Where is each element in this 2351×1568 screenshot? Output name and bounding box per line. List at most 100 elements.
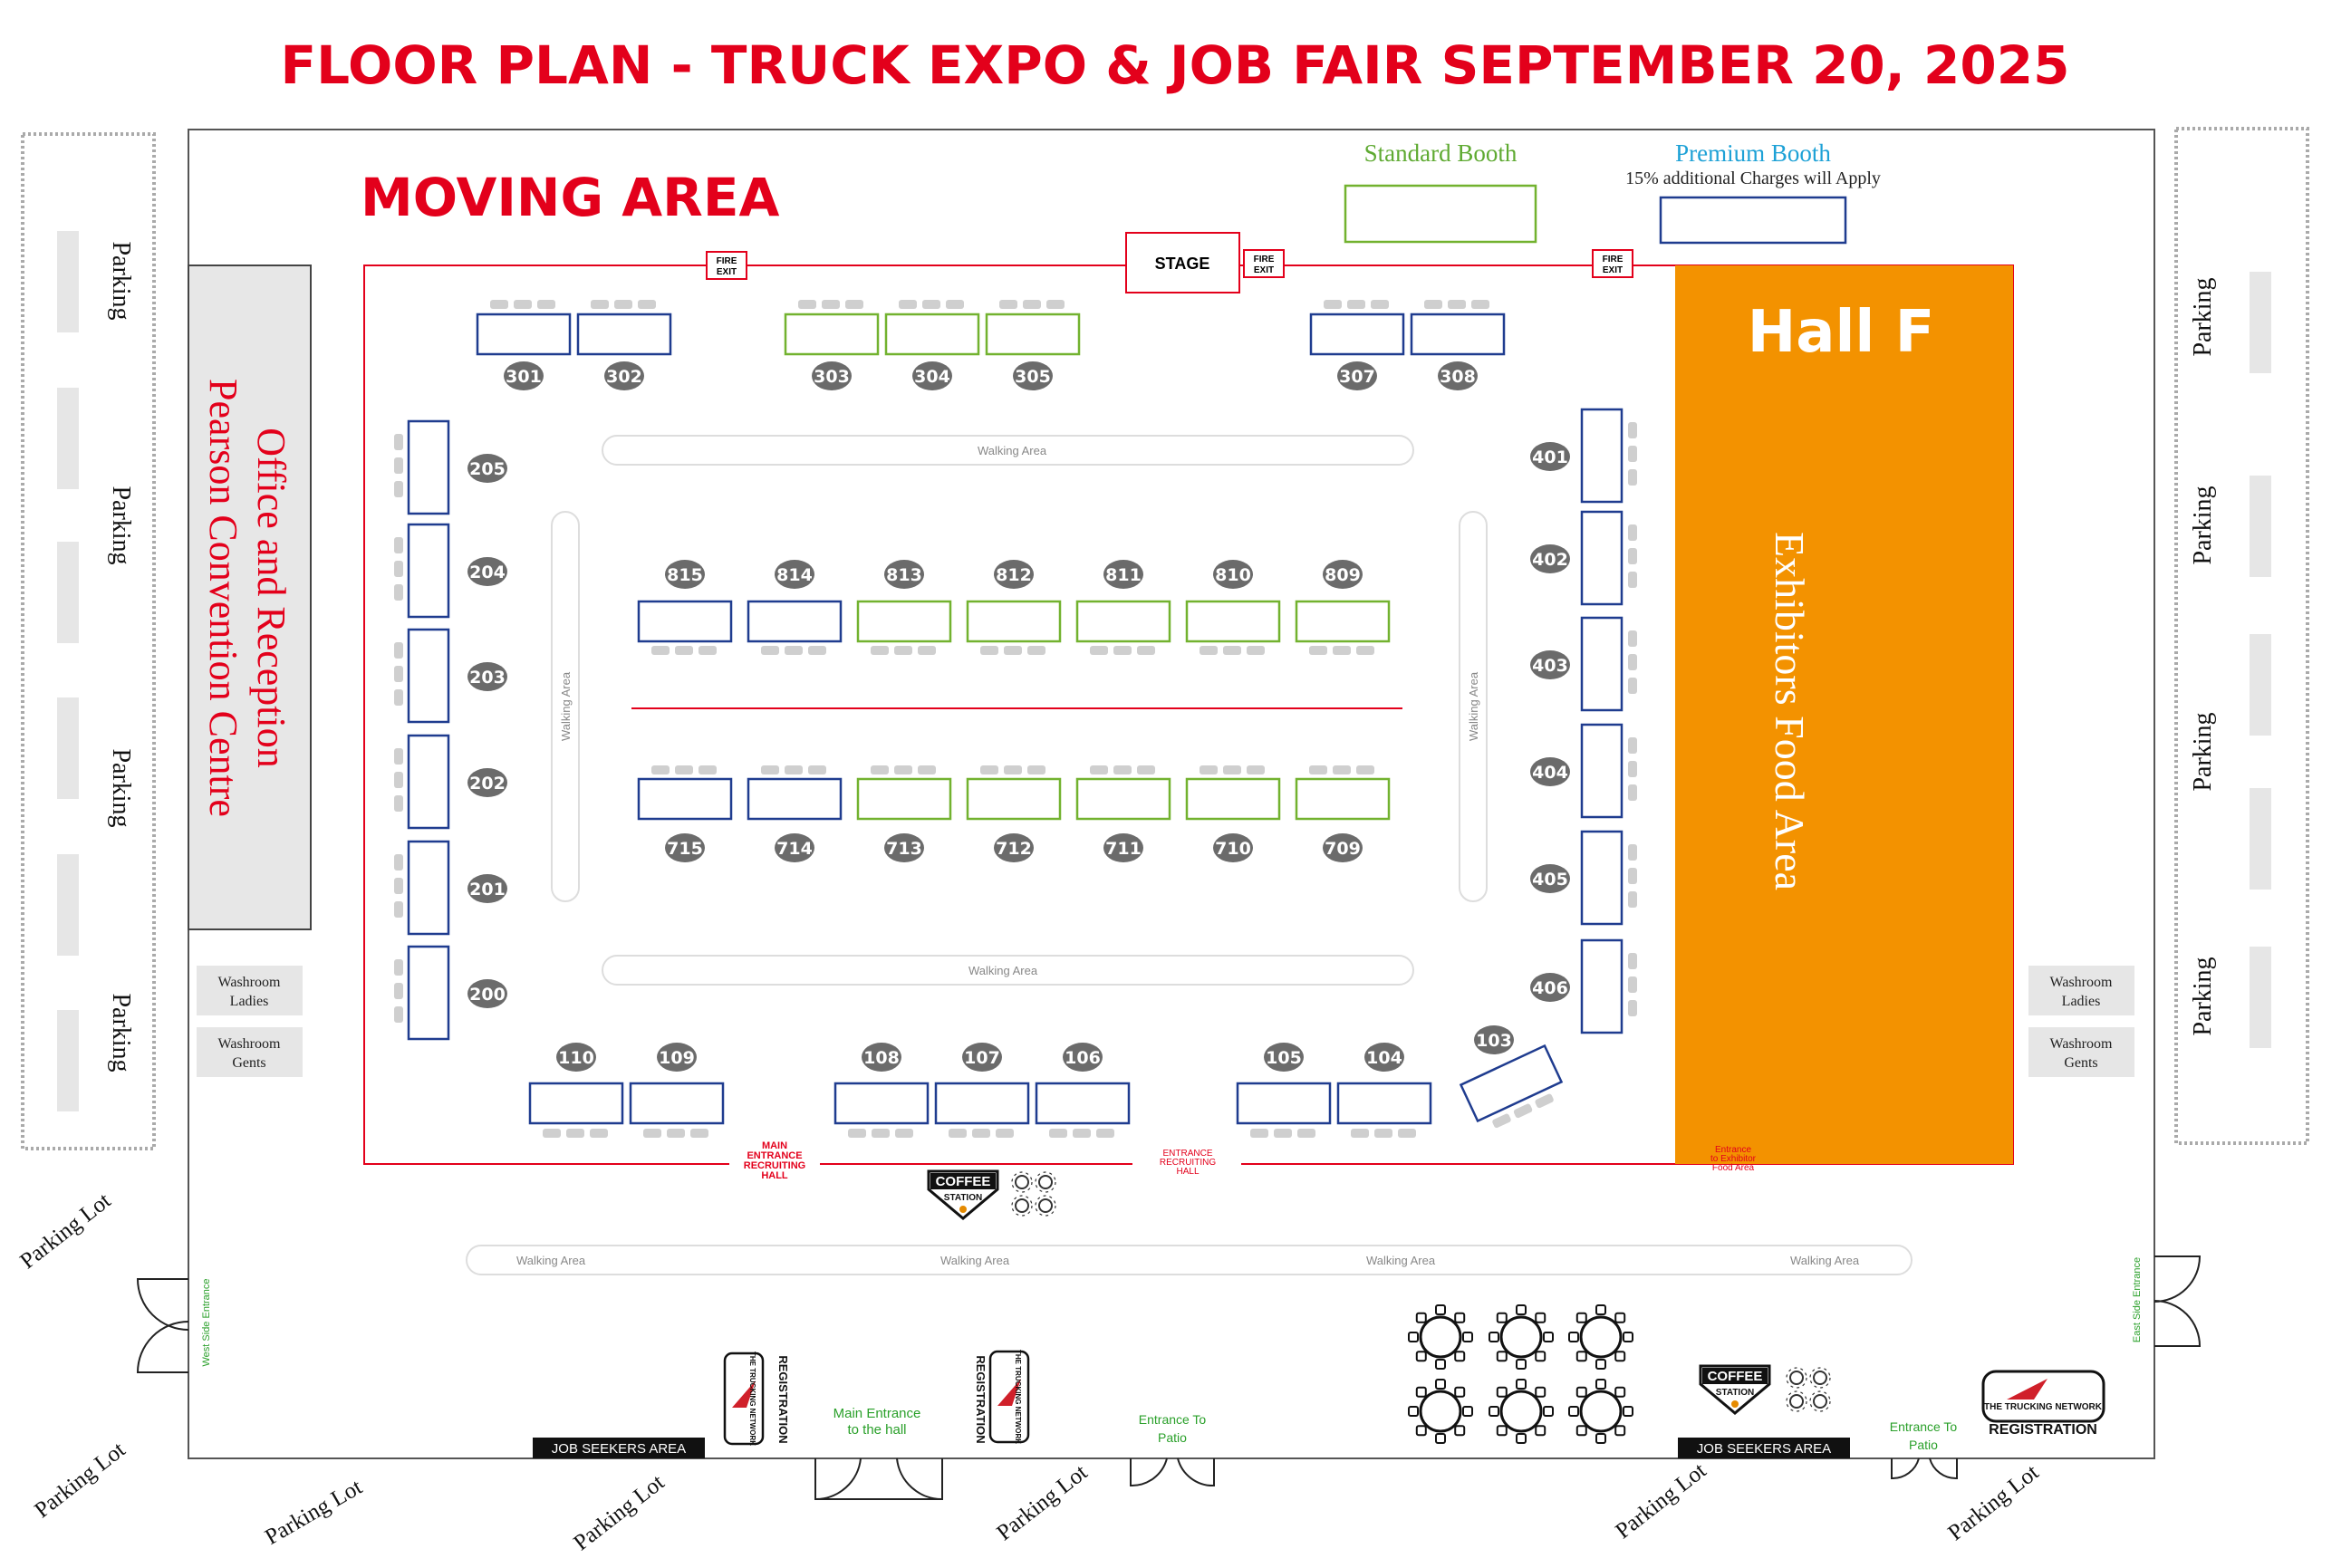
booth-chair [543,1129,561,1138]
main-entrance-label: MAIN [762,1140,787,1151]
booth-number-badge [775,833,814,862]
parking-stall [57,854,79,956]
recruiting-entrance-label: ENTRANCE [1162,1149,1212,1159]
booth-chair [1324,300,1342,309]
fire-exit-label: EXIT [717,267,737,277]
main-entrance-hall-label: Main Entrance [833,1406,921,1421]
booth-number-badge [812,361,852,390]
booth [1075,600,1171,643]
booth-chair [394,983,403,999]
booth-number-badge [1474,1025,1514,1054]
booth [1309,313,1405,356]
booth-chair [667,1129,685,1138]
booth [1236,1082,1332,1125]
fire-exit [1243,249,1285,278]
booth-chair [1424,300,1442,309]
coffee-label: COFFEE [1708,1369,1763,1384]
door-icon [1177,1457,1215,1487]
booth-chair [899,300,917,309]
booth-chair [808,765,826,774]
door-icon [2153,1255,2202,1303]
booth-chair [1137,765,1155,774]
coffee-band [930,1173,996,1189]
parking-stall [57,697,79,799]
walking-area-label: Walking Area [516,1254,586,1267]
table-chair [1623,1406,1633,1417]
patio-entrance-label: Patio [1909,1438,1938,1452]
booth-chair [514,300,532,309]
booth [407,945,450,1041]
washroom-type: Ladies [230,994,269,1009]
mini-table-icon [1813,1394,1827,1409]
washroom-title: Washroom [2050,975,2113,990]
booth-chair [785,646,803,655]
table-chair [1454,1425,1466,1437]
round-table-icon [1419,1315,1462,1359]
patio-entrance-label: Patio [1158,1430,1187,1445]
booth-number-badge [962,1043,1002,1072]
hall-f-label: Hall F [1748,299,1935,366]
exhibitor-entrance-label: to Exhibitor [1710,1154,1757,1164]
booth-chair [1513,1103,1533,1119]
door-icon [2153,1300,2202,1347]
booth-chair [394,434,403,450]
booth-chair [1628,524,1637,541]
door-icon [1891,1457,1920,1480]
walking-area-label: Walking Area [1790,1254,1860,1267]
booth-chair [1356,765,1374,774]
table-chair [1415,1312,1427,1323]
parking-stall [57,542,79,643]
booth-chair [996,1129,1014,1138]
booth-number-badge [1013,361,1053,390]
booth-number-badge [467,454,507,483]
booth-chair [1628,953,1637,969]
truck-logo-icon [997,1379,1021,1406]
booth-chair [394,666,403,682]
walking-area [1459,511,1488,902]
table-chair [1543,1406,1554,1417]
table-chair [1516,1304,1527,1315]
booth-chair [643,1129,661,1138]
booth [528,1082,624,1125]
booth-chair [394,689,403,706]
booth-chair [999,300,1017,309]
washroom-title: Washroom [2050,1036,2113,1052]
main-entrance-label: HALL [761,1170,788,1181]
booth [637,600,733,643]
table-chair [1415,1386,1427,1398]
booth [1410,313,1506,356]
table-chair [1595,1379,1606,1390]
booth-number: 401 [1532,447,1568,467]
parking-label: Parking [2189,957,2217,1035]
booth-number: 714 [776,839,813,859]
booth-chair [394,901,403,918]
booth [1580,723,1624,819]
booth [884,313,980,356]
door-icon [896,1457,943,1501]
booth [1580,830,1624,926]
booth-number-badge [467,874,507,903]
trucking-network-label: THE TRUCKING NETWORK [748,1352,756,1446]
booth-chair [566,1129,584,1138]
table-chair [1435,1379,1446,1390]
washroom-gents [2028,1027,2134,1077]
booth-chair [1096,1129,1114,1138]
table-chair [1435,1304,1446,1315]
coffee-band [1702,1368,1768,1384]
trucking-network-label: THE TRUCKING NETWORK [1014,1350,1022,1444]
parking-stall [2250,272,2271,373]
booth-chair [798,300,816,309]
table-chair [1454,1386,1466,1398]
booth-number-badge [1103,560,1143,589]
booth [856,600,952,643]
walking-area-label: Walking Area [559,671,573,741]
booth-number: 404 [1532,763,1568,783]
booth-number: 302 [606,367,642,387]
booth-chair [1250,1129,1268,1138]
mini-chair-ring [1011,1171,1033,1193]
registration-label: REGISTRATION [974,1355,988,1443]
booth [856,777,952,821]
booth-chair [1471,300,1489,309]
booth [407,419,450,515]
washroom-type: Gents [2064,1055,2097,1071]
